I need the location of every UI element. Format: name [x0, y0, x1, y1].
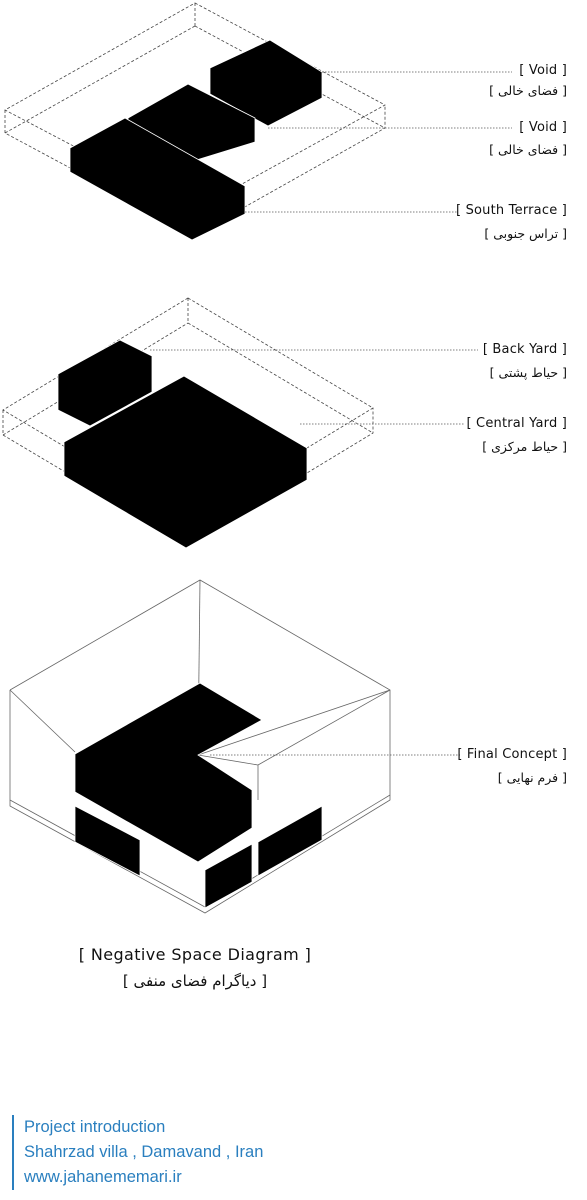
project-credits: Project introduction Shahrzad villa , Da… — [12, 1115, 263, 1190]
label-fa: [ فضای خالی ] — [489, 142, 567, 157]
final-concept-mass — [74, 682, 263, 863]
central-yard-mass — [63, 375, 308, 549]
diagram-2-masses — [57, 339, 308, 549]
label-en: [ Void ] — [519, 63, 567, 78]
label-south-terrace: [ South Terrace ] [ تراس جنوبی ] — [456, 202, 567, 243]
label-fa: [ تراس جنوبی ] — [484, 226, 567, 241]
label-fa: [ فرم نهایی ] — [497, 770, 567, 785]
label-en: [ South Terrace ] — [455, 203, 567, 218]
label-final-concept: [ Final Concept ] [ فرم نهایی ] — [457, 746, 567, 787]
diagram-1-masses — [69, 39, 323, 241]
credits-project-location: Shahrzad villa , Damavand , Iran — [24, 1143, 264, 1161]
diagram-caption: [ Negative Space Diagram ] [ دیاگرام فضا… — [0, 945, 390, 990]
label-en: [ Back Yard ] — [482, 342, 567, 357]
label-en: [ Void ] — [519, 120, 567, 135]
label-fa: [ فضای خالی ] — [489, 83, 567, 98]
void-mass-top — [209, 39, 323, 127]
label-en: [ Central Yard ] — [466, 416, 567, 431]
diagram-3-masses — [74, 682, 323, 909]
credits-project-introduction: Project introduction — [24, 1118, 166, 1136]
caption-en: [ Negative Space Diagram ] — [78, 945, 312, 964]
label-central-yard: [ Central Yard ] [ حیاط مرکزی ] — [466, 415, 567, 456]
credits-website-link[interactable]: www.jahanememari.ir — [24, 1168, 182, 1186]
label-fa: [ حیاط مرکزی ] — [482, 439, 567, 454]
label-fa: [ حیاط پشتی ] — [489, 365, 567, 380]
front-block-mid — [204, 843, 253, 909]
diagram-1-leaders — [245, 71, 512, 213]
caption-fa: [ دیاگرام فضای منفی ] — [122, 972, 268, 990]
front-block-left — [74, 805, 141, 877]
front-block-right — [257, 805, 323, 877]
label-void-top: [ Void ] [ فضای خالی ] — [489, 62, 567, 100]
label-void-middle: [ Void ] [ فضای خالی ] — [489, 119, 567, 159]
label-en: [ Final Concept ] — [457, 747, 567, 762]
back-yard-mass — [57, 339, 153, 427]
diagram-2-leaders — [150, 349, 478, 425]
south-terrace-mass — [69, 117, 246, 241]
label-back-yard: [ Back Yard ] [ حیاط پشتی ] — [483, 341, 567, 382]
